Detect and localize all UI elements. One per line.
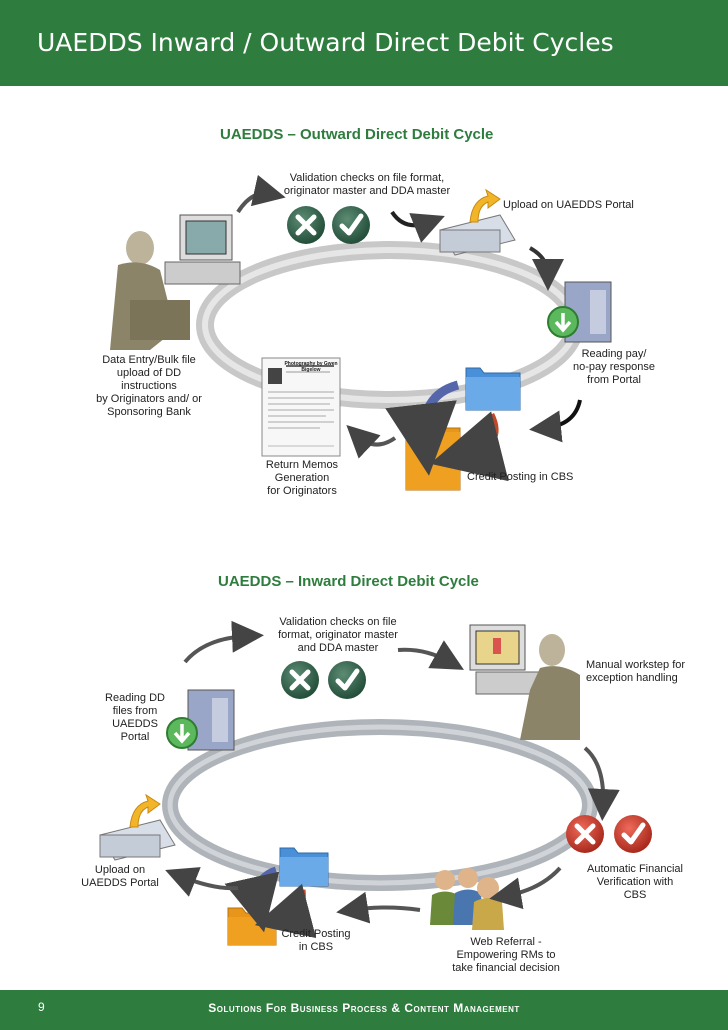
inward-sync-arrow-red xyxy=(254,883,317,939)
inward-blue-folder-icon xyxy=(279,847,329,887)
inward-reading-server-icon xyxy=(166,689,235,751)
outward-entry-label: Data Entry/Bulk file upload of DD instru… xyxy=(96,354,202,418)
outward-arrow-1 xyxy=(236,174,286,214)
data-entry-person-icon xyxy=(110,214,241,350)
outward-arrow-2 xyxy=(390,210,445,243)
inward-arrow-5 xyxy=(336,891,421,924)
inward-check-icon xyxy=(328,661,366,699)
outward-credit-label: Credit Posting in CBS xyxy=(467,471,574,483)
inward-arrow-2 xyxy=(397,640,464,670)
inward-orange-folder-icon xyxy=(227,907,277,946)
outward-arrow-5 xyxy=(346,425,397,459)
outward-blue-folder-icon xyxy=(465,367,521,411)
inward-upload-label: Upload on UAEDDS Portal xyxy=(81,864,159,889)
page-header xyxy=(0,0,728,86)
return-memo-document-icon xyxy=(261,357,341,457)
page-number: 9 xyxy=(38,1000,45,1014)
outward-memos-label: Return Memos Generation for Originators xyxy=(265,459,339,497)
auto-check-icon xyxy=(614,815,652,853)
inward-validation-label: Validation checks on file format, origin… xyxy=(278,616,398,654)
inward-reject-icon xyxy=(281,661,319,699)
page-title: UAEDDS Inward / Outward Direct Debit Cyc… xyxy=(37,28,614,57)
manual-workstep-person-icon xyxy=(469,624,580,740)
outward-upload-server-icon xyxy=(439,188,516,256)
outward-validation-label: Validation checks on file format, origin… xyxy=(283,172,451,197)
cycle-diagrams xyxy=(99,174,652,946)
auto-reject-icon xyxy=(566,815,604,853)
inward-manual-label: Manual workstep for exception handling xyxy=(586,659,686,684)
inward-web-label: Web Referral - Empowering RMs to take fi… xyxy=(452,936,560,974)
outward-reject-icon xyxy=(287,206,325,244)
outward-sync-arrow-blue xyxy=(385,380,460,476)
memo-document-title: Photography by Gwen Bigelow xyxy=(284,361,338,373)
inward-auto-label: Automatic Financial Verification with CB… xyxy=(587,863,683,901)
inward-upload-server-icon xyxy=(99,793,176,861)
inward-arrow-6 xyxy=(165,867,239,897)
page-footer xyxy=(0,990,728,1030)
web-referral-people-icon xyxy=(430,868,504,930)
outward-reading-label: Reading pay/ no-pay response from Portal xyxy=(573,348,655,386)
outward-sync-arrow-red xyxy=(430,411,509,482)
outward-reading-server-icon xyxy=(547,281,612,343)
outward-orange-folder-icon xyxy=(405,422,461,491)
inward-arrow-1 xyxy=(183,620,264,664)
inward-reading-label: Reading DD files from UAEDDS Portal xyxy=(105,692,165,743)
inward-arrow-3 xyxy=(583,746,620,821)
inward-arrow-4 xyxy=(489,866,562,910)
inward-credit-label: Credit Posting in CBS xyxy=(281,928,351,953)
outward-arrow-3 xyxy=(528,246,564,291)
inward-cycle-title: UAEDDS – Inward Direct Debit Cycle xyxy=(218,573,479,590)
outward-arrow-4 xyxy=(529,399,582,443)
outward-cycle-title: UAEDDS – Outward Direct Debit Cycle xyxy=(220,126,494,143)
outward-upload-label: Upload on UAEDDS Portal xyxy=(503,199,634,211)
footer-tagline: Solutions For Business Process & Content… xyxy=(208,1001,520,1015)
outward-check-icon xyxy=(332,206,370,244)
